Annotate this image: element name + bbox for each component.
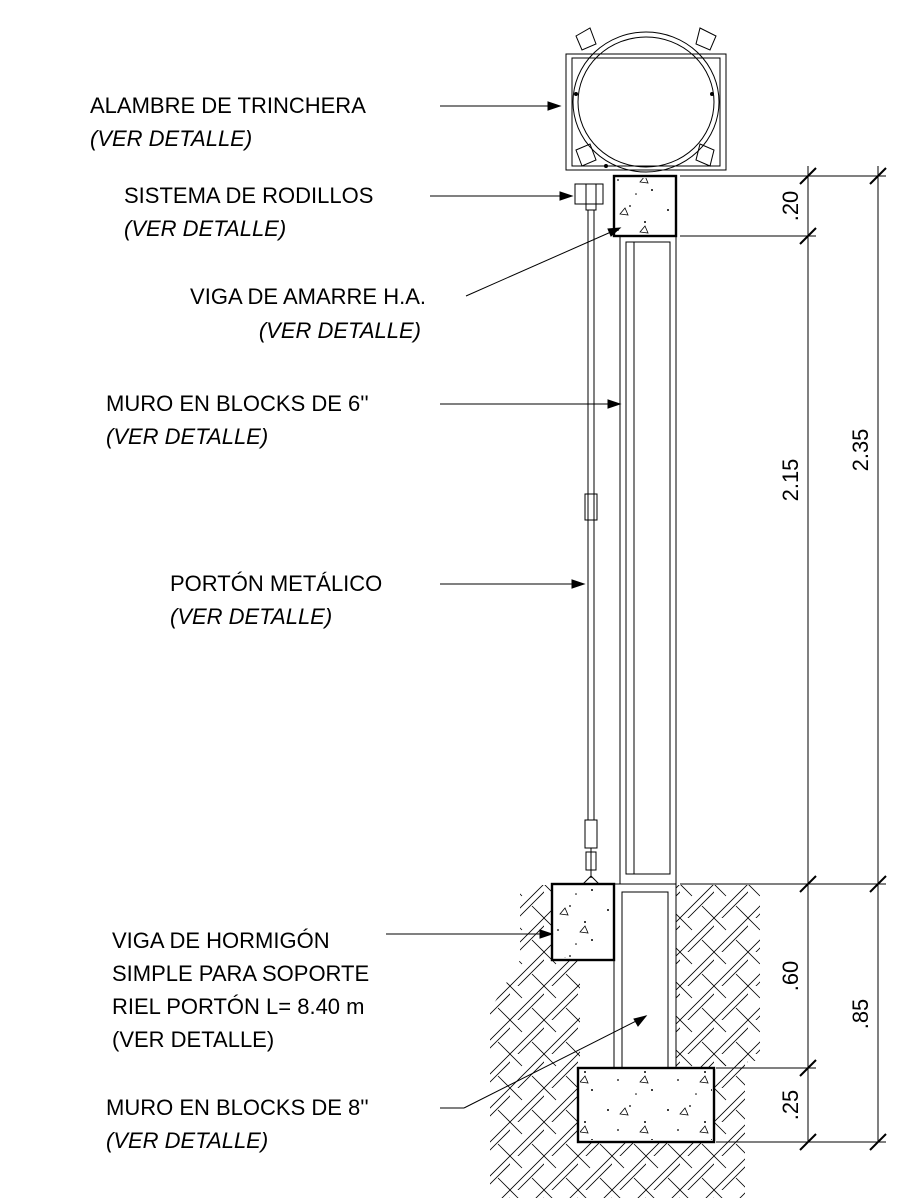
dim-tie-beam-height: .20 bbox=[778, 191, 803, 222]
label-rail-support-beam-4: (VER DETALLE) bbox=[112, 1027, 274, 1052]
note-roller-system: (VER DETALLE) bbox=[124, 216, 286, 241]
note-block-wall-6in: (VER DETALLE) bbox=[106, 424, 268, 449]
note-block-wall-8in: (VER DETALLE) bbox=[106, 1128, 268, 1153]
dim-footing: .25 bbox=[778, 1090, 803, 1121]
block-wall-6in bbox=[619, 235, 677, 885]
label-block-wall-8in: MURO EN BLOCKS DE 8'' bbox=[106, 1095, 369, 1120]
label-tie-beam: VIGA DE AMARRE H.A. bbox=[190, 284, 426, 309]
label-rail-support-beam-3: RIEL PORTÓN L= 8.40 m bbox=[112, 994, 364, 1019]
dim-wall-height: 2.15 bbox=[778, 459, 803, 502]
note-metal-gate: (VER DETALLE) bbox=[170, 604, 332, 629]
dimension-lines bbox=[680, 166, 887, 1151]
label-metal-gate: PORTÓN METÁLICO bbox=[170, 571, 382, 596]
razor-wire-assembly bbox=[565, 27, 727, 173]
dim-total-below: .85 bbox=[848, 999, 873, 1030]
metal-gate bbox=[574, 183, 604, 885]
label-razor-wire: ALAMBRE DE TRINCHERA bbox=[90, 93, 366, 118]
label-rail-support-beam-1: VIGA DE HORMIGÓN bbox=[112, 928, 330, 953]
block-wall-8in bbox=[613, 883, 677, 1069]
note-tie-beam: (VER DETALLE) bbox=[259, 318, 421, 343]
label-rail-support-beam-2: SIMPLE PARA SOPORTE bbox=[112, 961, 369, 986]
label-block-wall-6in: MURO EN BLOCKS DE 6'' bbox=[106, 391, 369, 416]
ground-hatch bbox=[490, 885, 760, 1198]
dim-total-above: 2.35 bbox=[848, 429, 873, 472]
leader-lines bbox=[386, 101, 648, 1109]
note-razor-wire: (VER DETALLE) bbox=[90, 126, 252, 151]
dim-buried-wall: .60 bbox=[778, 961, 803, 992]
label-roller-system: SISTEMA DE RODILLOS bbox=[124, 183, 373, 208]
